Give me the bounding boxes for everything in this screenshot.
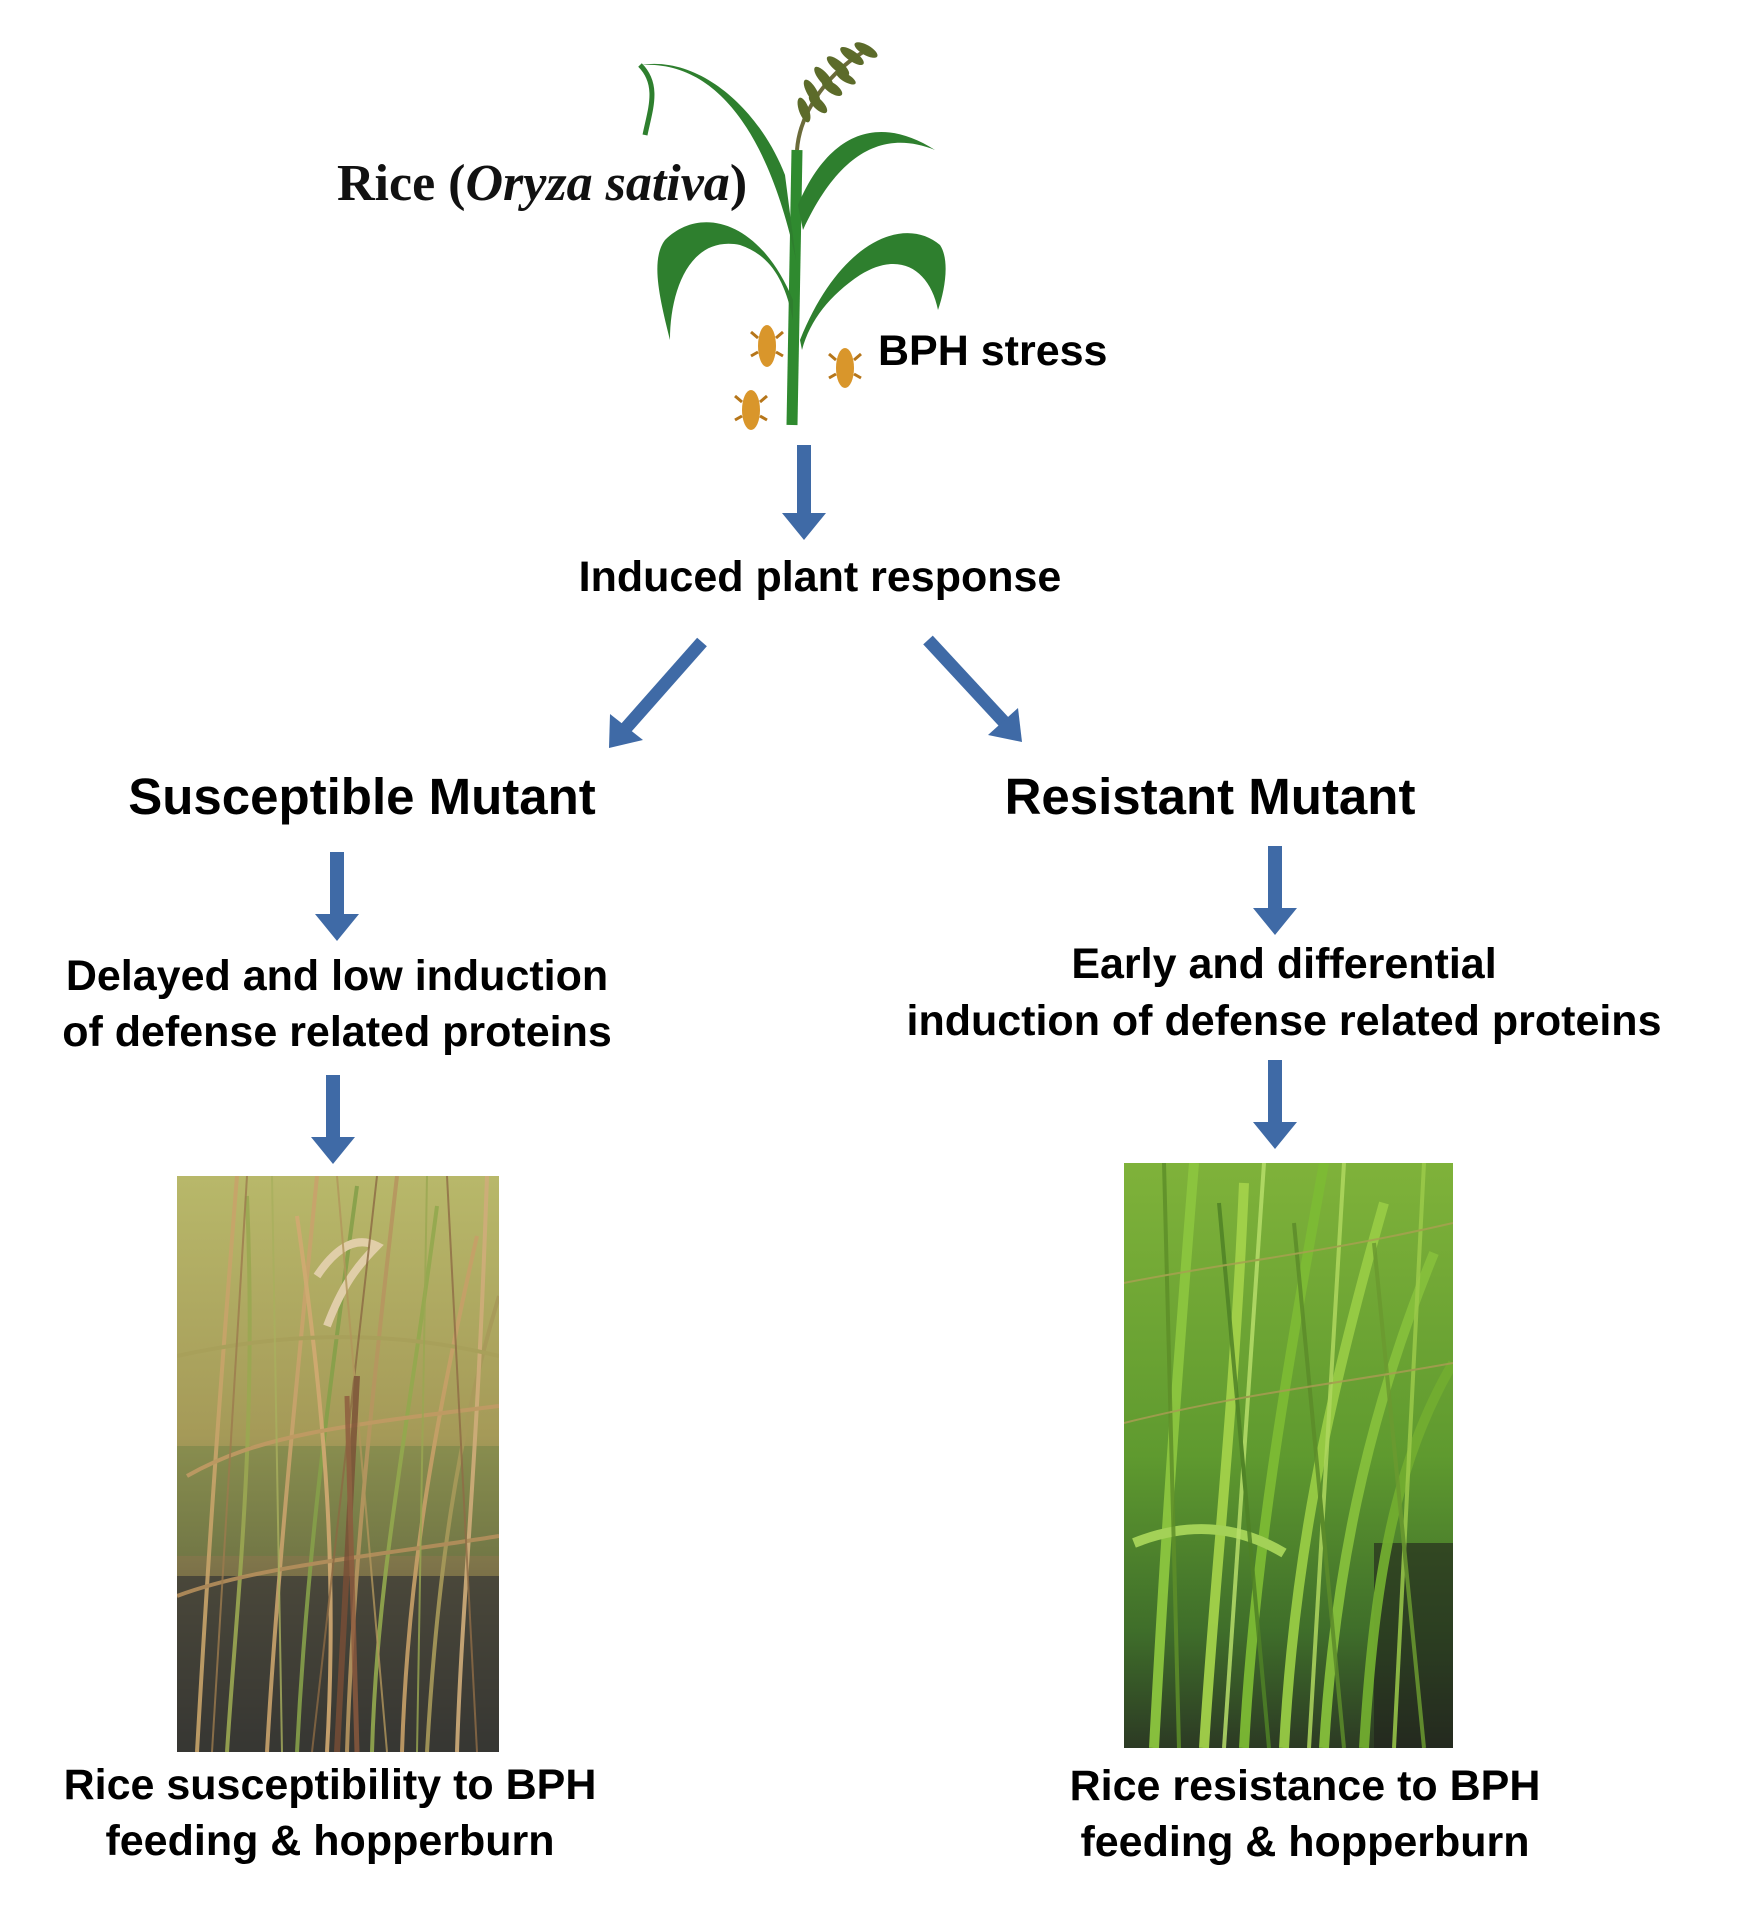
- resistant-outcome-line2: feeding & hopperburn: [1080, 1818, 1530, 1866]
- arrow-to-susceptible: [609, 637, 707, 748]
- susceptible-rice-photo: [177, 1176, 499, 1752]
- bph-stress-label: BPH stress: [878, 327, 1108, 375]
- susceptible-outcome-line1: Rice susceptibility to BPH: [63, 1761, 597, 1809]
- arrow-susceptible-to-outcome: [311, 1075, 355, 1164]
- rice-title: Rice (Oryza sativa): [337, 154, 747, 213]
- susceptible-outcome-line2: feeding & hopperburn: [105, 1817, 555, 1865]
- susceptible-response-line1: Delayed and low induction: [65, 952, 609, 1000]
- susceptible-response-line2: of defense related proteins: [62, 1008, 612, 1056]
- resistant-response-line2: induction of defense related proteins: [906, 997, 1662, 1045]
- bph-insect-icon: [828, 348, 862, 388]
- susceptible-mutant-heading: Susceptible Mutant: [128, 768, 596, 825]
- bph-insect-icon: [734, 390, 768, 430]
- induced-response-label: Induced plant response: [578, 553, 1062, 601]
- resistant-outcome-line1: Rice resistance to BPH: [1069, 1762, 1541, 1810]
- resistant-rice-photo: [1124, 1163, 1453, 1748]
- arrow-susceptible-to-response: [315, 852, 359, 941]
- bph-insect-icon: [750, 325, 784, 367]
- arrow-resistant-to-response: [1253, 846, 1297, 935]
- arrow-resistant-to-outcome: [1253, 1060, 1297, 1149]
- rice-title-species: Oryza sativa: [465, 155, 730, 212]
- rice-title-prefix: Rice (: [337, 155, 466, 212]
- arrow-to-resistant: [923, 635, 1022, 742]
- rice-title-suffix: ): [729, 155, 748, 212]
- resistant-mutant-heading: Resistant Mutant: [1004, 768, 1416, 825]
- arrow-down-to-induced: [782, 445, 826, 540]
- resistant-response-line1: Early and differential: [1071, 940, 1497, 988]
